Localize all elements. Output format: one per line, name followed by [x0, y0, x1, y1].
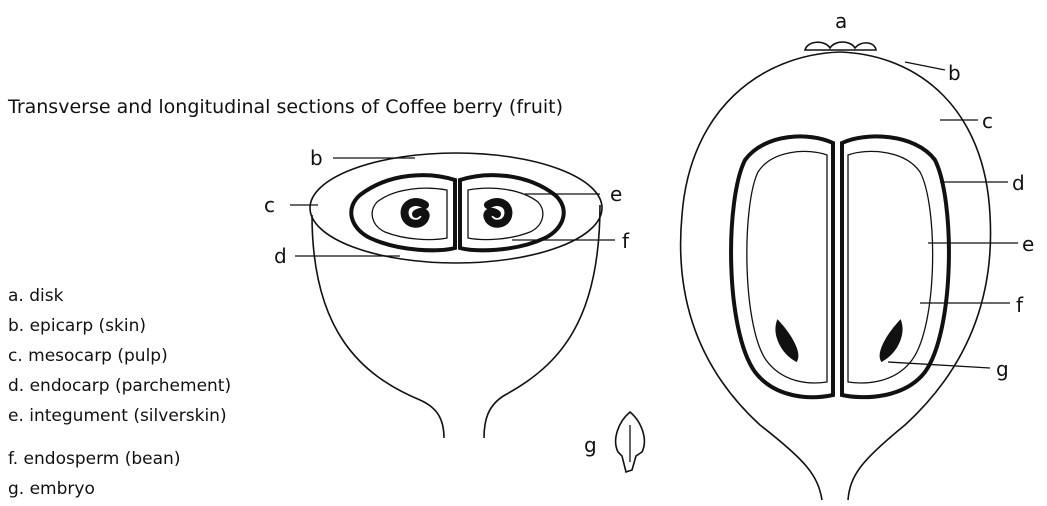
legend-item-endocarp: d. endocarp (parchement) [8, 376, 231, 396]
label-t-d: d [274, 244, 287, 268]
legend-item-mesocarp: c. mesocarp (pulp) [8, 346, 168, 366]
label-l-c: c [982, 109, 993, 133]
label-t-f: f [622, 229, 630, 253]
transverse-section: b c d e f [264, 146, 630, 438]
label-t-c: c [264, 193, 275, 217]
label-l-a: a [835, 9, 847, 33]
legend: a. disk b. epicarp (skin) c. mesocarp (p… [8, 286, 231, 499]
longitudinal-endocarp-left [731, 136, 833, 397]
longitudinal-outline-left [681, 52, 840, 500]
longitudinal-embryo-right [881, 322, 901, 360]
label-l-e: e [1022, 232, 1034, 256]
legend-item-epicarp: b. epicarp (skin) [8, 316, 146, 336]
legend-item-disk: a. disk [8, 286, 64, 306]
leader-l-g [888, 362, 990, 368]
longitudinal-section: a b c d e f g [681, 9, 1035, 500]
label-l-b: b [948, 61, 961, 85]
longitudinal-embryo-left [777, 322, 797, 360]
legend-item-embryo: g. embryo [8, 479, 95, 499]
label-t-b: b [310, 146, 323, 170]
leader-l-b [905, 62, 945, 70]
label-l-f: f [1016, 293, 1024, 317]
label-l-g: g [996, 357, 1009, 381]
longitudinal-disk [805, 42, 876, 50]
legend-item-integument: e. integument (silverskin) [8, 406, 227, 426]
longitudinal-outline-right [840, 52, 991, 500]
legend-item-endosperm: f. endosperm (bean) [8, 449, 180, 469]
transverse-embryo-left [405, 202, 426, 224]
label-l-d: d [1012, 171, 1025, 195]
transverse-embryo-right [487, 202, 508, 224]
label-embryo-g: g [584, 433, 597, 457]
transverse-integument-left [372, 188, 447, 239]
label-t-e: e [610, 182, 622, 206]
diagram-title: Transverse and longitudinal sections of … [7, 96, 563, 118]
embryo-detail: g [584, 412, 644, 472]
